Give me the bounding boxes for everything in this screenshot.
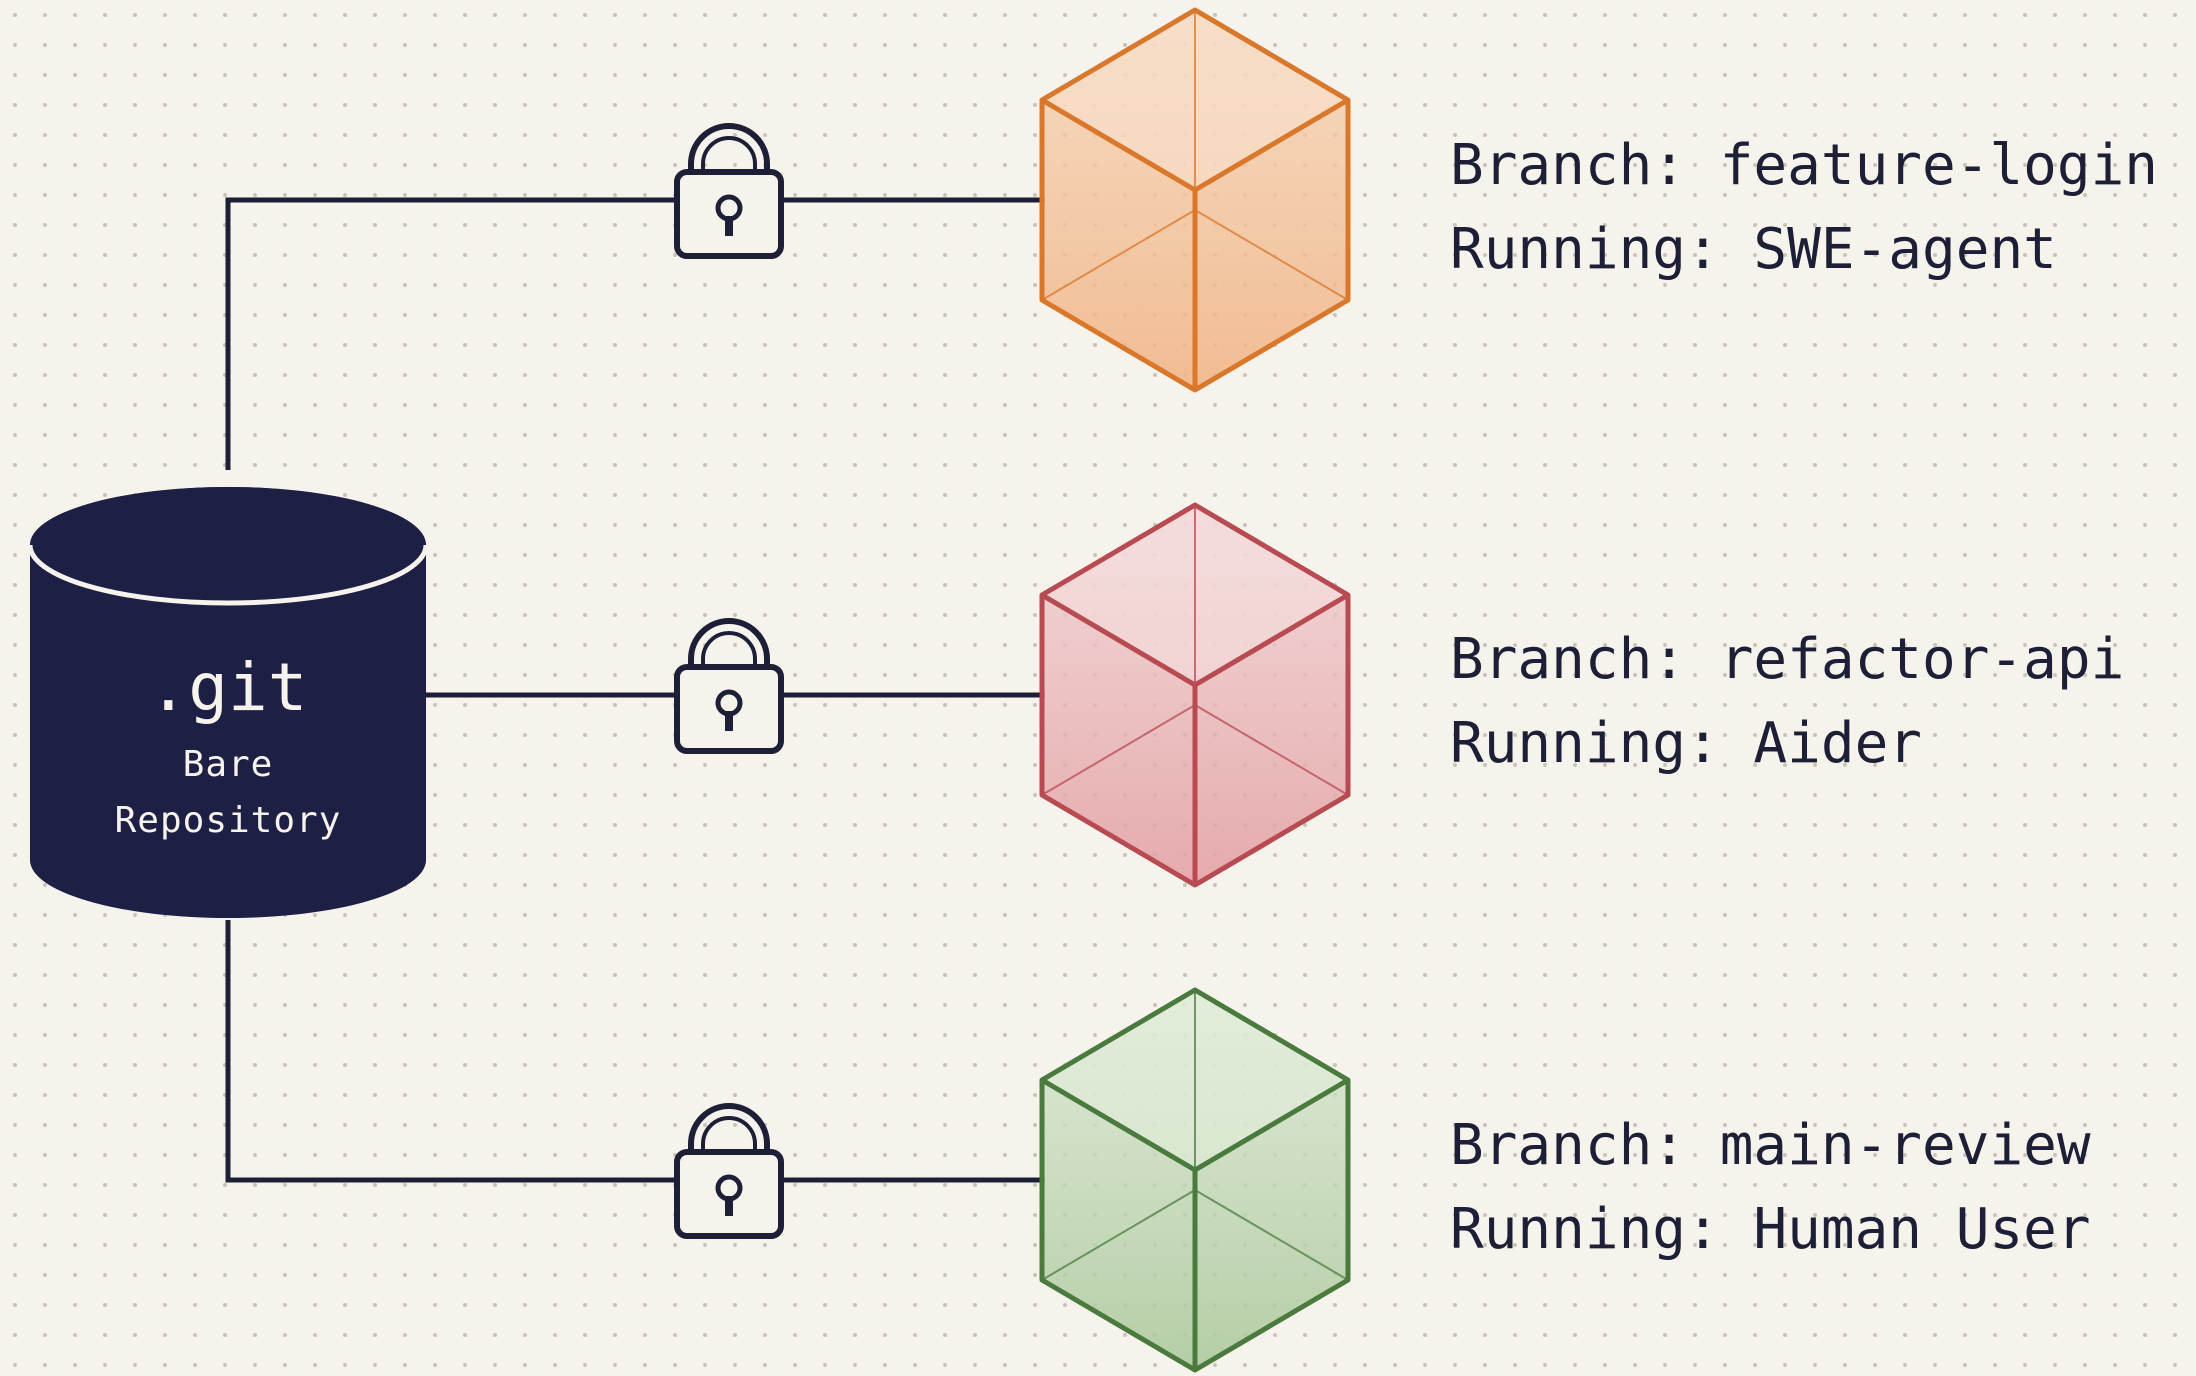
repository-cylinder: .git Bare Repository bbox=[27, 487, 429, 918]
repository-name: .git bbox=[149, 649, 308, 726]
padlock-icon bbox=[674, 123, 784, 259]
running-label-1: Running: SWE-agent bbox=[1450, 217, 2057, 282]
repository-type-line1: Bare bbox=[183, 744, 274, 785]
cylinder-top bbox=[30, 487, 426, 603]
cylinder-rim bbox=[27, 544, 429, 606]
worktree-labels: Branch: feature-login Running: SWE-agent… bbox=[1450, 133, 2158, 1262]
worktree-cube-green bbox=[1039, 987, 1351, 1373]
running-label-2: Running: Aider bbox=[1450, 711, 1922, 776]
worktree-cube-red bbox=[1039, 502, 1351, 888]
repository-type-line2: Repository bbox=[115, 800, 342, 841]
worktree-cube-orange bbox=[1039, 7, 1351, 393]
branch-label-2: Branch: refactor-api bbox=[1450, 627, 2124, 692]
padlock-icon bbox=[674, 618, 784, 754]
branch-label-1: Branch: feature-login bbox=[1450, 133, 2158, 198]
branch-label-3: Branch: main-review bbox=[1450, 1113, 2091, 1178]
running-label-3: Running: Human User bbox=[1450, 1197, 2091, 1262]
padlock-icon bbox=[674, 1103, 784, 1239]
